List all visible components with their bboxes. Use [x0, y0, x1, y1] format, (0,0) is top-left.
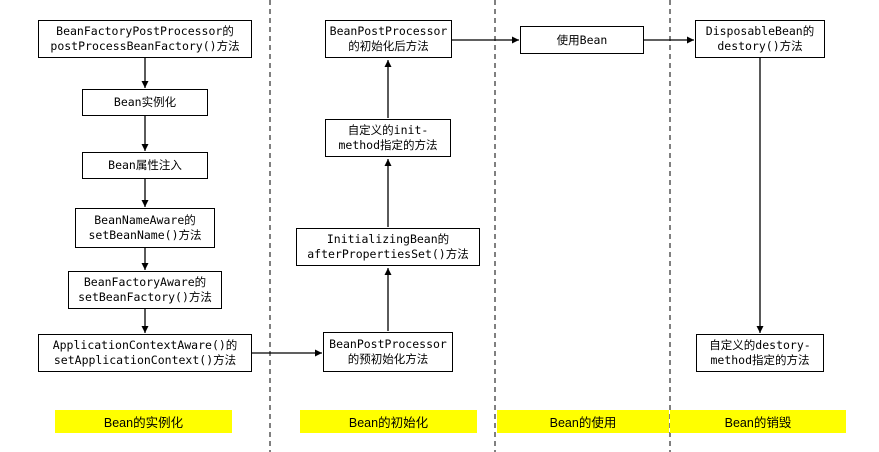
- bean-factory-aware-box: BeanFactoryAware的 setBeanFactory()方法: [68, 271, 222, 309]
- box-text: 自定义的init-: [347, 123, 429, 137]
- box-text: InitializingBean的: [326, 232, 450, 246]
- instantiate-box: Bean实例化: [82, 89, 208, 116]
- disposable-bean-box: DisposableBean的 destory()方法: [695, 20, 825, 58]
- initializing-bean-box: InitializingBean的 afterPropertiesSet()方法: [296, 228, 480, 266]
- stage-label-initialization: Bean的初始化: [300, 410, 477, 433]
- bean-name-aware-box: BeanNameAware的 setBeanName()方法: [75, 208, 215, 248]
- post-processor-after-box: BeanPostProcessor 的初始化后方法: [325, 20, 452, 58]
- box-text: setApplicationContext()方法: [53, 353, 237, 367]
- box-text: BeanPostProcessor: [329, 24, 448, 38]
- box-text: 自定义的destory-: [709, 338, 811, 352]
- box-text: destory()方法: [717, 39, 803, 53]
- box-text: BeanPostProcessor: [329, 337, 447, 351]
- box-text: BeanFactoryPostProcessor的: [56, 24, 234, 38]
- box-text: BeanFactoryAware的: [83, 275, 207, 289]
- box-text: 的预初始化方法: [347, 352, 429, 366]
- stage-label-destruction: Bean的销毁: [670, 410, 846, 433]
- box-text: setBeanName()方法: [88, 228, 202, 242]
- box-text: ApplicationContextAware()的: [52, 338, 238, 352]
- box-text: Bean实例化: [113, 95, 177, 109]
- box-text: BeanNameAware的: [94, 213, 196, 227]
- custom-init-box: 自定义的init- method指定的方法: [325, 119, 451, 157]
- post-processor-before-box: BeanPostProcessor 的预初始化方法: [323, 332, 453, 372]
- use-bean-box: 使用Bean: [520, 26, 644, 54]
- stage-label-usage: Bean的使用: [497, 410, 669, 433]
- box-text: method指定的方法: [338, 138, 438, 152]
- application-context-aware-box: ApplicationContextAware()的 setApplicatio…: [38, 334, 252, 372]
- populate-box: Bean属性注入: [82, 152, 208, 179]
- box-text: method指定的方法: [710, 353, 810, 367]
- stage-label-instantiation: Bean的实例化: [55, 410, 232, 433]
- box-text: 的初始化后方法: [348, 39, 429, 53]
- box-text: Bean属性注入: [108, 158, 182, 172]
- box-text: DisposableBean的: [705, 24, 815, 38]
- factory-post-processor-box: BeanFactoryPostProcessor的 postProcessBea…: [38, 20, 252, 58]
- box-text: 使用Bean: [556, 32, 608, 47]
- box-text: setBeanFactory()方法: [78, 290, 212, 304]
- box-text: postProcessBeanFactory()方法: [50, 39, 240, 53]
- custom-destroy-box: 自定义的destory- method指定的方法: [696, 334, 824, 372]
- box-text: afterPropertiesSet()方法: [307, 247, 469, 261]
